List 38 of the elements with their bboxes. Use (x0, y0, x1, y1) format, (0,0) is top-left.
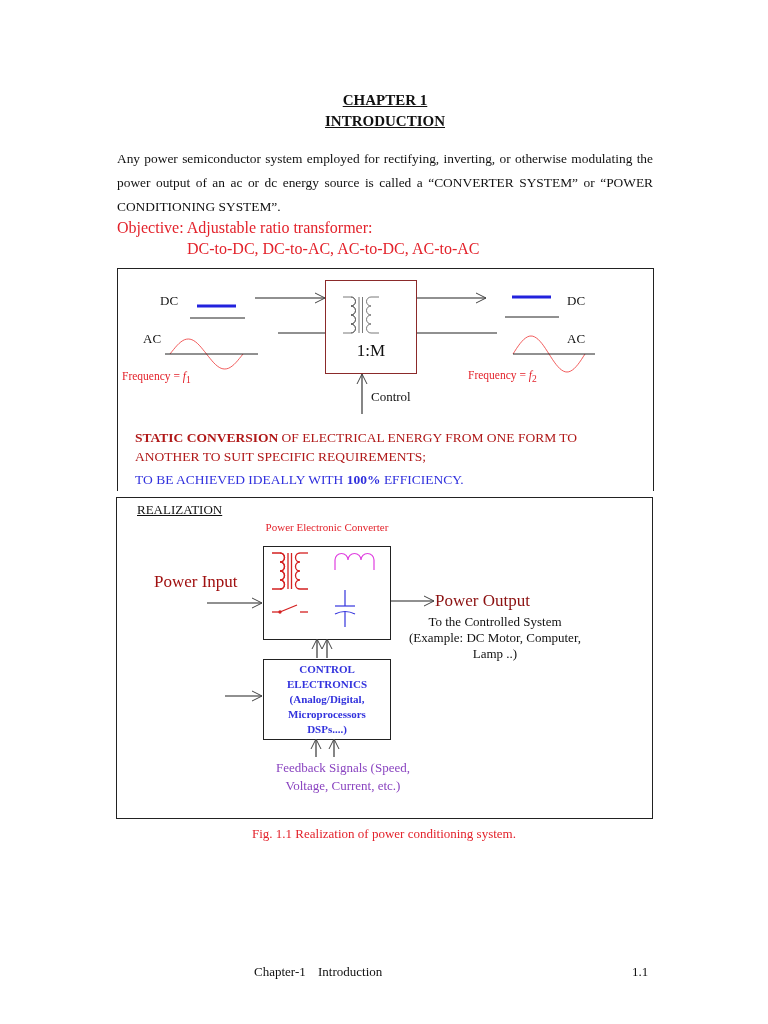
power-output-text: Power Output (435, 591, 530, 610)
control-electronics-box (263, 659, 391, 740)
arrow (310, 738, 322, 758)
arrow (311, 638, 323, 659)
signal-label: DC (160, 293, 179, 309)
page-number: 1.1 (632, 964, 649, 980)
frequency-label: Frequency = f$_{1}$ (122, 370, 191, 386)
chapter-title: CHAPTER 1 INTRODUCTION (324, 91, 446, 131)
footer-text: Chapter-1 (254, 964, 306, 980)
arrow (224, 690, 263, 702)
arrow (416, 292, 487, 304)
signal-label: DC (567, 293, 586, 309)
objective-text: Objective: Adjustable ratio transformer: (117, 218, 373, 238)
panel-title: REALIZATION (137, 502, 223, 518)
static-conversion-text: STATIC CONVERSION OF ELECTRICAL ENERGY FROM ONE FORM TO ANOTHER TO SUIT SPECIFIC REQUIREMENTS; (135, 429, 579, 466)
signal-label: AC (143, 331, 162, 347)
arrow (389, 595, 435, 607)
power-input-text: Power Input (154, 572, 238, 593)
conversion-types-text: DC-to-DC, DC-to-AC, AC-to-DC, AC-to-AC (187, 239, 480, 259)
intro-paragraph: Any power semiconductor system employed for rectifying, inverting, or otherwise modulating the power output of an ac or dc energy source is called a “CONVERTER SYSTEM” or “POWER CONDITIONING SYSTEM”. (117, 150, 653, 216)
converter-heading: Power Electronic Converter (264, 521, 390, 533)
arrow (328, 738, 340, 758)
frequency-label: Frequency = f$_{2}$ (468, 369, 537, 385)
footer-text: Introduction (318, 964, 383, 980)
arrow (321, 638, 333, 659)
arrow (206, 597, 263, 609)
output-description: To the Controlled System (Example: DC Motor, Computer, Lamp ..) (408, 614, 582, 662)
realization-panel (116, 497, 653, 819)
arrow (356, 373, 368, 415)
ratio-text: 1:M (355, 341, 387, 361)
feedback-signals-text: Feedback Signals (Speed, Voltage, Current, etc.) (276, 760, 410, 793)
control-electronics-text: CONTROL ELECTRONICS (Analog/Digital, Microprocessors DSPs....) (285, 662, 369, 737)
control-label: Control (371, 389, 411, 405)
transformer-box (325, 280, 417, 374)
figure-caption: Fig. 1.1 Realization of power conditioning system. (251, 826, 517, 842)
efficiency-text: TO BE ACHIEVED IDEALLY WITH 100% EFFICIENCY. (135, 471, 465, 489)
arrow (254, 292, 326, 304)
signal-label: AC (567, 331, 586, 347)
